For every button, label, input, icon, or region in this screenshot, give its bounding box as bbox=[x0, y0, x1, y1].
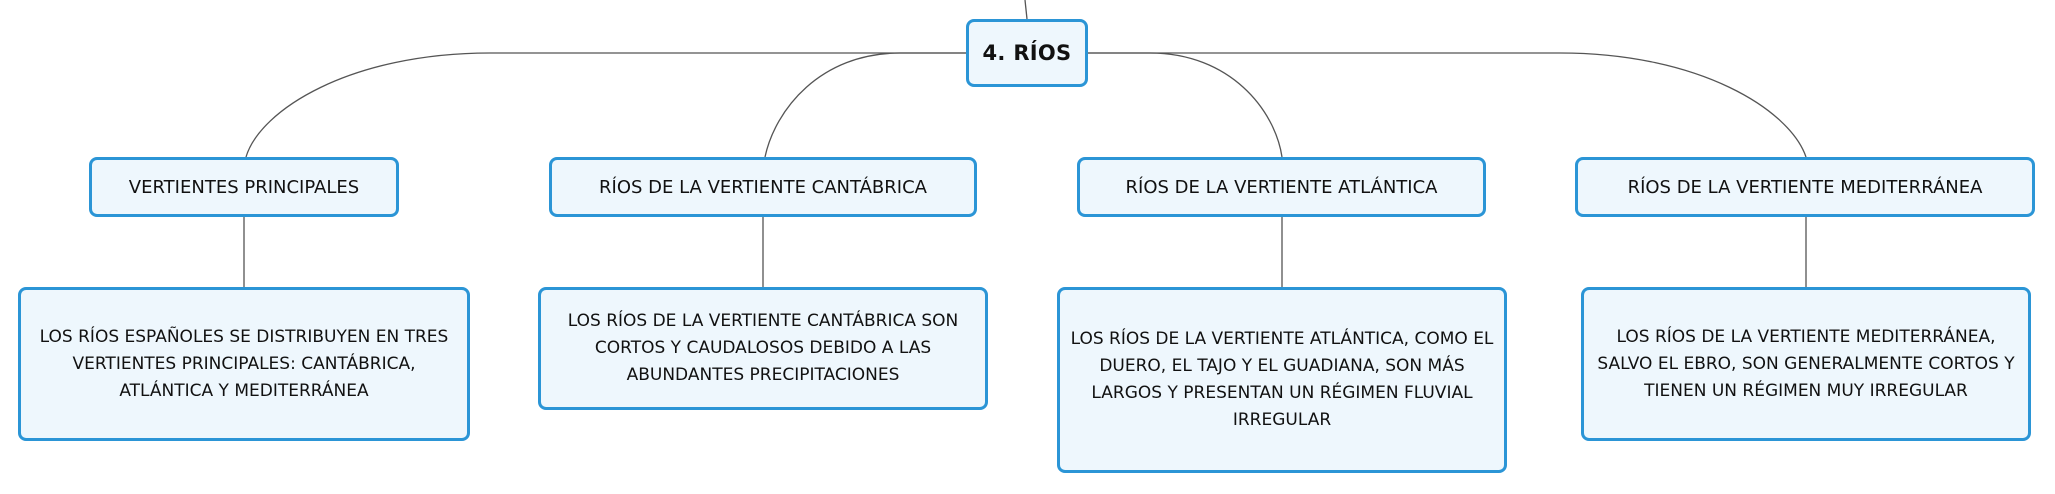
detail-node-vertiente-mediterranea[interactable]: LOS RÍOS DE LA VERTIENTE MEDITERRÁNEA, S… bbox=[1581, 287, 2031, 441]
branch-node-vertiente-atlantica[interactable]: RÍOS DE LA VERTIENTE ATLÁNTICA bbox=[1077, 157, 1486, 217]
incoming-connector bbox=[1024, 0, 1028, 20]
connector-root-to-branch-2 bbox=[764, 52, 966, 158]
root-label: 4. RÍOS bbox=[982, 41, 1072, 65]
detail-text: LOS RÍOS DE LA VERTIENTE ATLÁNTICA, COMO… bbox=[1070, 329, 1494, 430]
branch-label: RÍOS DE LA VERTIENTE CANTÁBRICA bbox=[599, 176, 927, 198]
detail-node-vertiente-atlantica[interactable]: LOS RÍOS DE LA VERTIENTE ATLÁNTICA, COMO… bbox=[1057, 287, 1507, 473]
connector-root-to-branch-4 bbox=[1088, 52, 1807, 158]
branch-label: RÍOS DE LA VERTIENTE ATLÁNTICA bbox=[1125, 176, 1438, 198]
branch-label: RÍOS DE LA VERTIENTE MEDITERRÁNEA bbox=[1627, 176, 1983, 198]
branch-node-vertientes-principales[interactable]: VERTIENTES PRINCIPALES bbox=[89, 157, 399, 217]
branch-label: VERTIENTES PRINCIPALES bbox=[128, 176, 360, 198]
detail-text: LOS RÍOS DE LA VERTIENTE CANTÁBRICA SON … bbox=[567, 311, 959, 385]
connector-root-to-branch-3 bbox=[1088, 52, 1283, 158]
connector-root-to-branch-1 bbox=[245, 52, 966, 158]
detail-node-vertientes-principales[interactable]: LOS RÍOS ESPAÑOLES SE DISTRIBUYEN EN TRE… bbox=[18, 287, 470, 441]
detail-node-vertiente-cantabrica[interactable]: LOS RÍOS DE LA VERTIENTE CANTÁBRICA SON … bbox=[538, 287, 988, 410]
detail-text: LOS RÍOS DE LA VERTIENTE MEDITERRÁNEA, S… bbox=[1597, 326, 2015, 401]
branch-node-vertiente-mediterranea[interactable]: RÍOS DE LA VERTIENTE MEDITERRÁNEA bbox=[1575, 157, 2035, 217]
detail-text: LOS RÍOS ESPAÑOLES SE DISTRIBUYEN EN TRE… bbox=[39, 326, 449, 401]
root-node[interactable]: 4. RÍOS bbox=[966, 19, 1088, 87]
branch-node-vertiente-cantabrica[interactable]: RÍOS DE LA VERTIENTE CANTÁBRICA bbox=[549, 157, 977, 217]
